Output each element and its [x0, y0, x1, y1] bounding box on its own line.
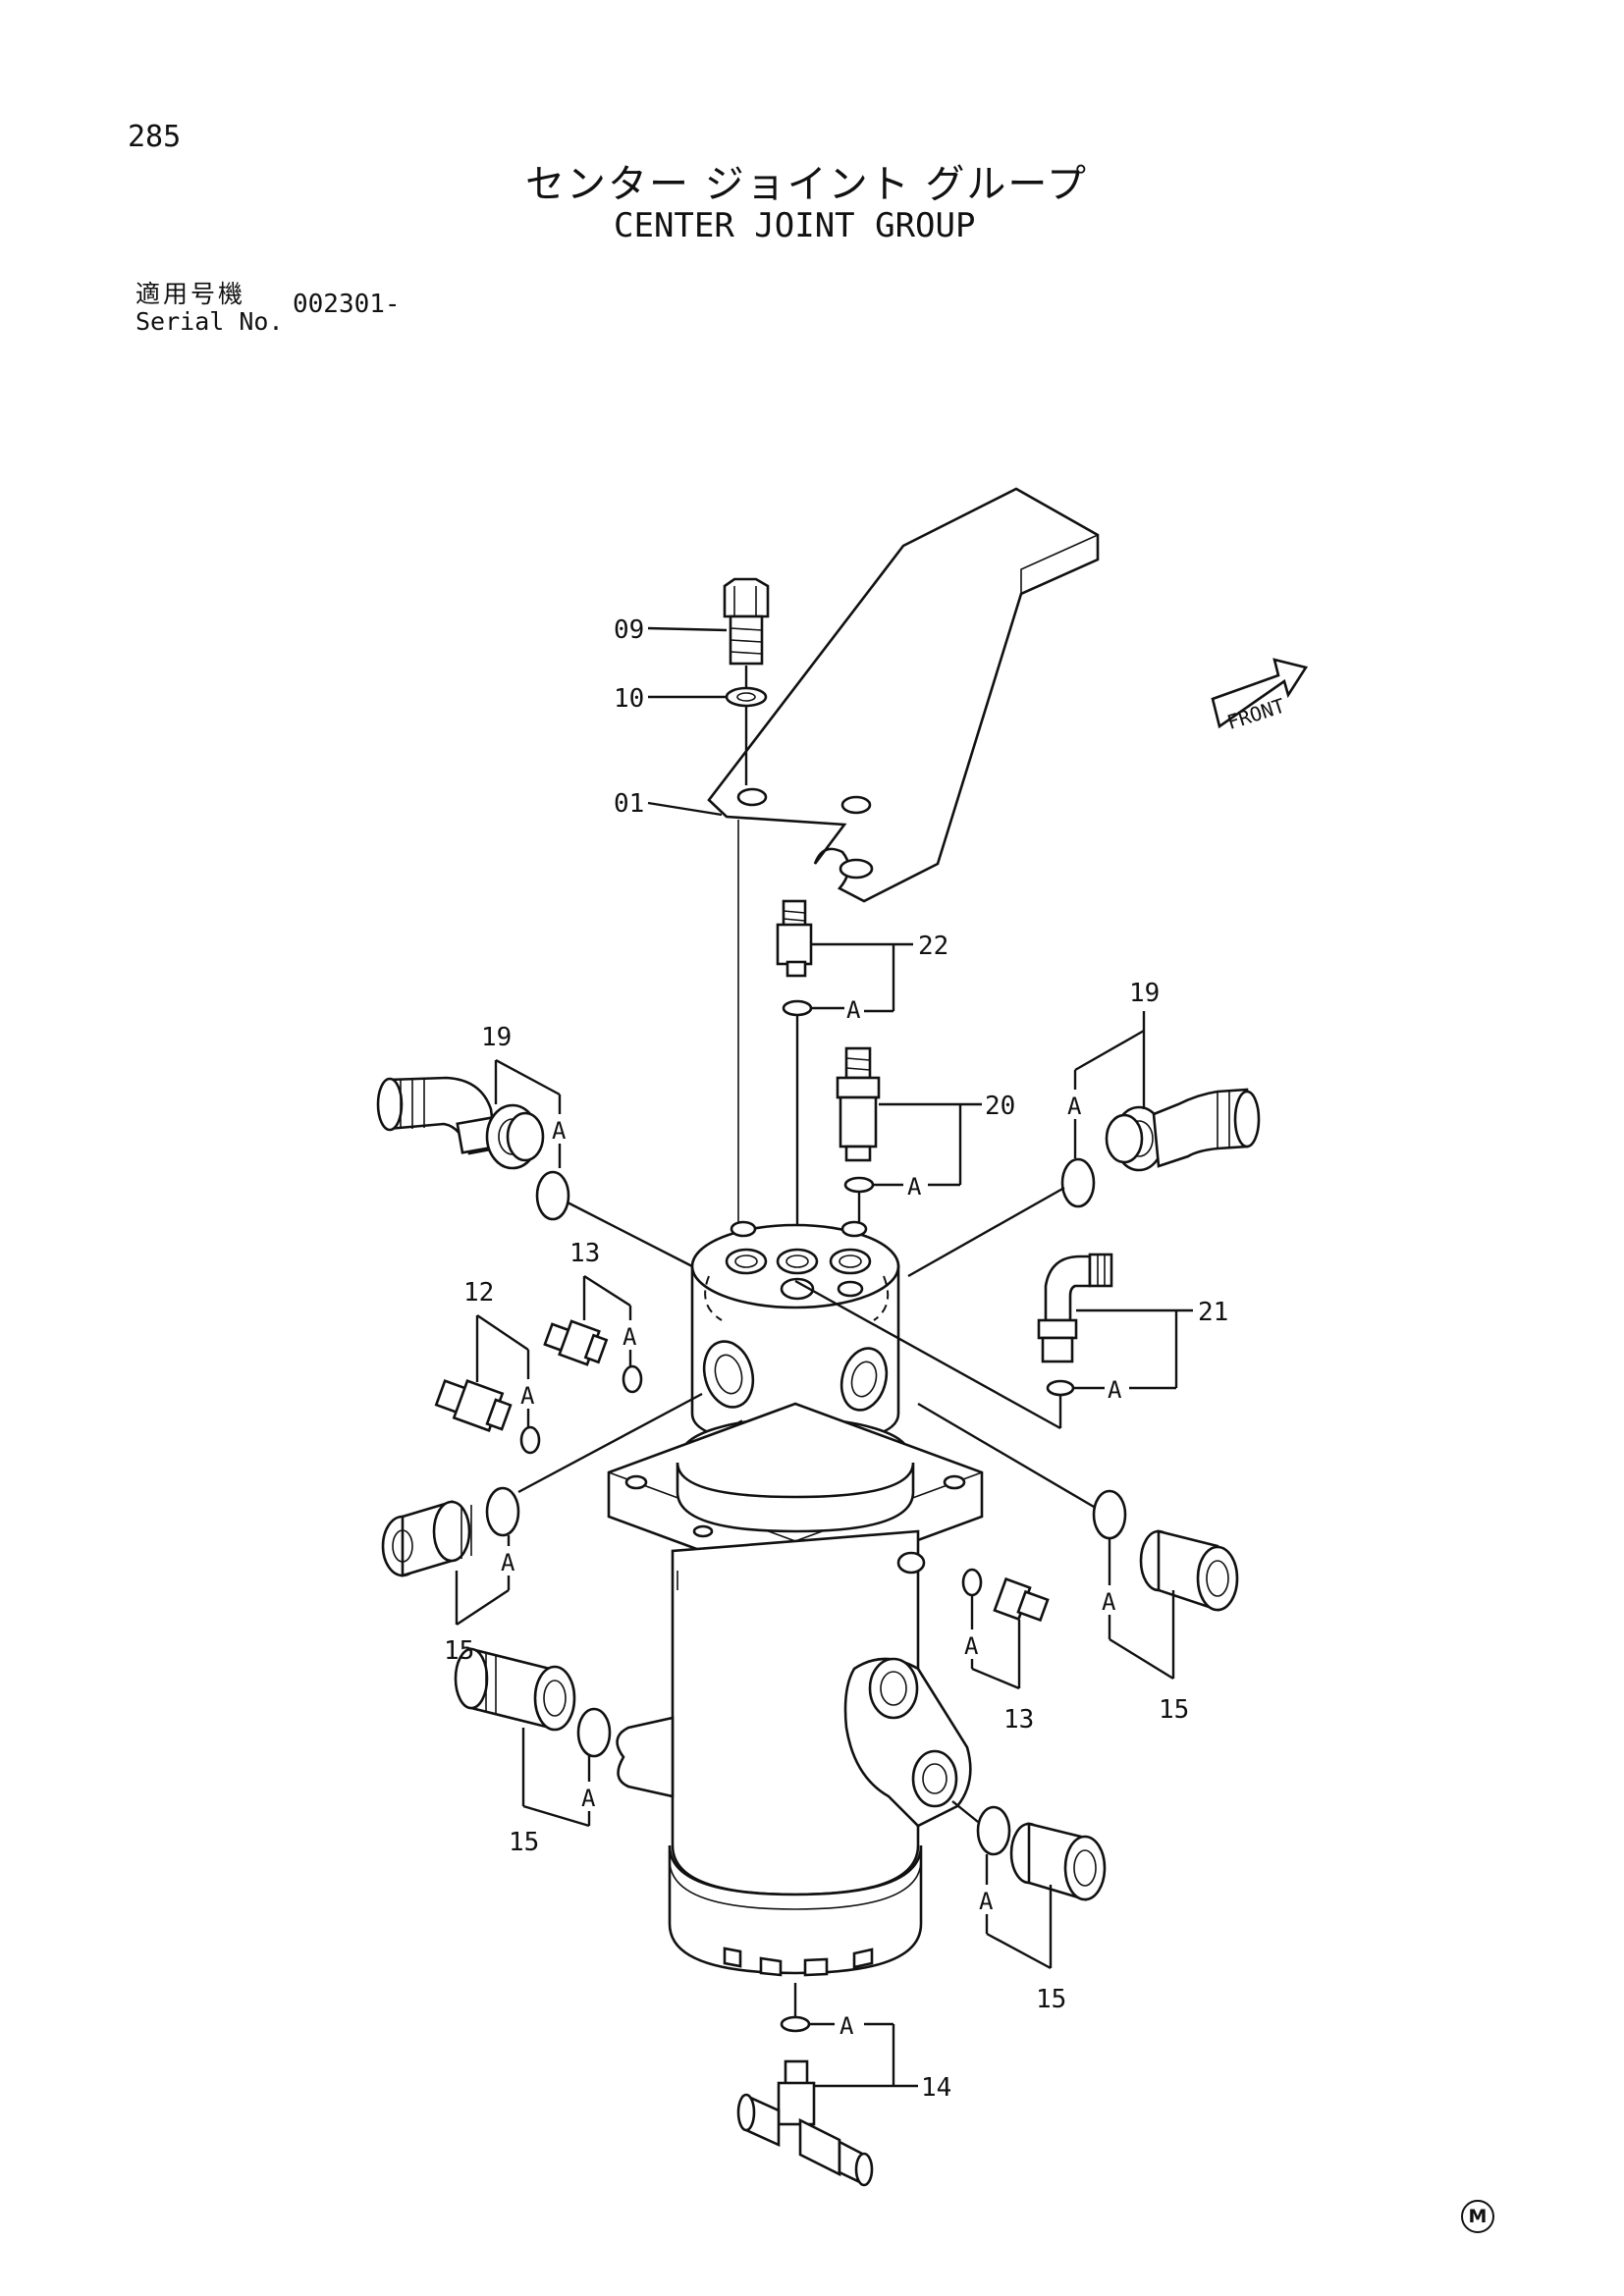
oring-a-13-upper: [622, 1364, 643, 1394]
part-09-bolt: [723, 577, 770, 666]
part-14-tee: [736, 2059, 874, 2187]
part-15-connector-right-lower: [1009, 1822, 1107, 1901]
part-15-connector-right-upper: [1139, 1529, 1239, 1612]
oring-a-20: [843, 1176, 875, 1194]
oring-a-15-left-lower: [576, 1707, 612, 1758]
oring-marker-a: A: [1102, 1588, 1116, 1616]
oring-marker-a: A: [964, 1632, 979, 1660]
oring-a-12: [519, 1425, 541, 1455]
part-19-elbow-right: [1105, 1088, 1261, 1172]
serial-label-japanese: 適用号機: [135, 280, 246, 308]
manufacturer-mark: M: [1461, 2200, 1494, 2233]
part-13-adapter-upper: [543, 1319, 609, 1366]
callout-10: 10: [614, 684, 644, 714]
part-21-elbow: [1037, 1253, 1113, 1363]
oring-markers: A A A A A A A A A A A A A: [501, 996, 1122, 2040]
oring-a-19-right: [1060, 1157, 1096, 1208]
front-direction-arrow: FRONT: [1211, 658, 1309, 734]
oring-a-14: [780, 2015, 811, 2033]
callout-15-left-lower: 15: [509, 1828, 539, 1857]
callout-12: 12: [463, 1278, 494, 1308]
callout-20: 20: [985, 1092, 1015, 1121]
oring-marker-a: A: [979, 1888, 994, 1915]
part-12-adapter: [434, 1379, 513, 1432]
part-19-elbow-left: [376, 1076, 545, 1170]
oring-marker-a: A: [501, 1549, 515, 1576]
page-title-japanese: センター ジョイント グループ: [525, 162, 1089, 207]
callout-leaders: [455, 626, 1193, 2088]
callout-15-right-lower: 15: [1036, 1985, 1066, 2014]
oring-marker-a: A: [581, 1785, 596, 1812]
center-joint-body: [607, 1220, 984, 1977]
part-22-fitting: [776, 899, 813, 978]
oring-marker-a: A: [907, 1173, 922, 1201]
callout-22: 22: [918, 932, 948, 961]
callout-15-left-upper: 15: [444, 1636, 474, 1666]
oring-marker-a: A: [552, 1117, 567, 1145]
oring-a-22: [782, 999, 813, 1017]
oring-marker-a: A: [846, 996, 861, 1024]
callout-09: 09: [614, 615, 644, 645]
callout-19-right: 19: [1129, 979, 1160, 1008]
serial-number-value: 002301-: [293, 290, 401, 319]
oring-marker-a: A: [520, 1382, 535, 1410]
callout-14: 14: [921, 2073, 951, 2103]
serial-label: Serial No.: [135, 307, 284, 336]
oring-marker-a: A: [839, 2012, 854, 2040]
callout-21: 21: [1198, 1298, 1228, 1327]
oring-marker-a: A: [623, 1323, 637, 1351]
callout-19-left: 19: [481, 1023, 512, 1052]
part-10-washer: [725, 686, 768, 708]
part-15-connector-left-lower: [454, 1647, 576, 1732]
page-number: 285: [128, 120, 182, 154]
part-20-check-valve: [836, 1046, 881, 1162]
callout-01: 01: [614, 789, 644, 819]
part-01-bracket: [707, 487, 1100, 903]
oring-marker-a: A: [1108, 1376, 1122, 1404]
part-15-connector-left-upper: [381, 1500, 472, 1577]
oring-a-21: [1046, 1379, 1075, 1397]
oring-a-15-left-upper: [485, 1486, 520, 1537]
oring-a-15-right-lower: [976, 1805, 1011, 1856]
oring-a-13-lower: [961, 1568, 983, 1597]
oring-a-15-right-upper: [1092, 1489, 1127, 1540]
part-13-adapter-lower: [993, 1576, 1050, 1623]
callout-13-upper: 13: [569, 1239, 600, 1268]
callout-13-lower: 13: [1003, 1705, 1034, 1735]
oring-a-19-left: [535, 1170, 570, 1221]
page-title: CENTER JOINT GROUP: [614, 206, 976, 245]
callout-numbers: 09 10 01 22 20 19 19 21 13 12 15 15 15 1…: [444, 615, 1228, 2103]
oring-marker-a: A: [1067, 1093, 1082, 1120]
callout-15-right-upper: 15: [1159, 1695, 1189, 1725]
